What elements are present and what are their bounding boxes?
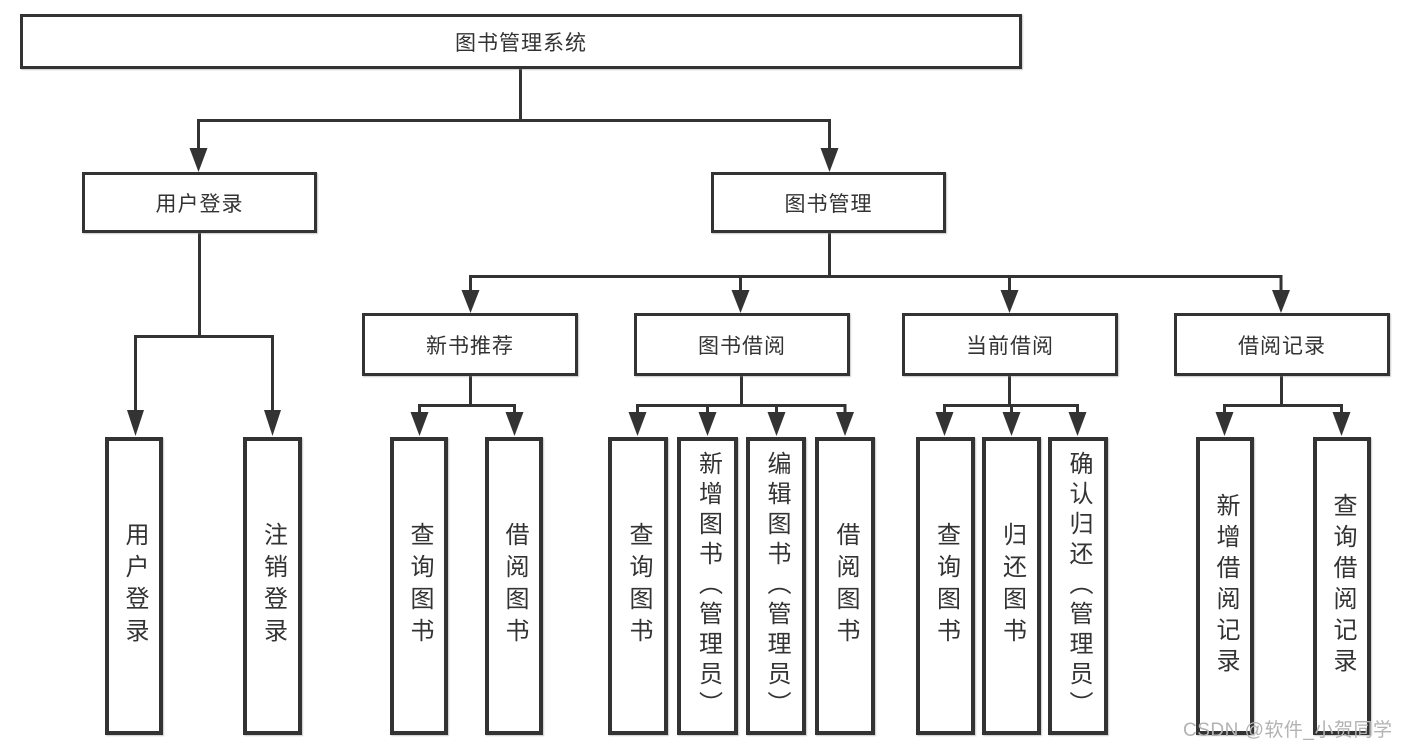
connector-borrow-record xyxy=(1223,376,1343,416)
arrowhead-icon-current-borrow-children xyxy=(935,412,1087,436)
connector-user-login xyxy=(134,233,274,414)
node-leaf-bb-edit-book: 编辑图书（管理员） xyxy=(746,437,806,735)
node-new-book-rec-label: 新书推荐 xyxy=(426,334,514,358)
node-leaf-rec-borrow-book: 借阅图书 xyxy=(485,437,543,735)
node-borrow-record: 借阅记录 xyxy=(1174,313,1390,376)
node-leaf-cb-query-book-label: 查询图书 xyxy=(932,522,960,650)
arrowhead-icon-new-book-rec-children xyxy=(410,412,524,436)
node-leaf-cb-return-book-label: 归还图书 xyxy=(998,522,1026,650)
node-leaf-bb-add-book-label: 新增图书（管理员） xyxy=(694,451,722,721)
node-leaf-user-login: 用户登录 xyxy=(105,437,163,735)
node-leaf-bb-borrow-book-label: 借阅图书 xyxy=(832,522,859,650)
node-current-borrow: 当前借阅 xyxy=(902,313,1118,376)
node-current-borrow-label: 当前借阅 xyxy=(966,334,1054,358)
node-leaf-br-query-record-label: 查询借阅记录 xyxy=(1329,493,1356,679)
connector-book-borrow xyxy=(636,376,847,416)
node-root: 图书管理系统 xyxy=(20,14,1022,69)
node-book-borrow: 图书借阅 xyxy=(634,313,850,376)
arrowhead-icon-book-borrow-children xyxy=(628,412,854,436)
node-leaf-cb-return-book: 归还图书 xyxy=(982,437,1041,735)
node-leaf-cb-confirm-return-label: 确认归还（管理员） xyxy=(1065,451,1092,721)
node-leaf-br-add-record-label: 新增借阅记录 xyxy=(1212,493,1239,679)
node-book-borrow-label: 图书借阅 xyxy=(698,334,786,358)
arrowhead-icon-level3 xyxy=(461,290,1290,313)
node-leaf-logout-label: 注销登录 xyxy=(259,522,287,650)
connector-new-book-rec xyxy=(418,376,516,416)
arrowhead-icon-user-login-children xyxy=(127,410,281,436)
node-leaf-br-query-record: 查询借阅记录 xyxy=(1313,437,1371,735)
node-leaf-cb-query-book: 查询图书 xyxy=(916,437,975,735)
node-leaf-bb-add-book: 新增图书（管理员） xyxy=(677,437,738,735)
arrowhead-icon-level2 xyxy=(189,148,839,172)
node-leaf-cb-confirm-return: 确认归还（管理员） xyxy=(1048,437,1108,735)
node-leaf-rec-query-book: 查询图书 xyxy=(390,437,448,735)
node-user-login: 用户登录 xyxy=(82,172,317,233)
connector-book-mgmt xyxy=(469,233,1283,292)
node-user-login-label: 用户登录 xyxy=(155,192,244,216)
node-leaf-bb-borrow-book: 借阅图书 xyxy=(815,437,875,735)
node-leaf-bb-edit-book-label: 编辑图书（管理员） xyxy=(763,451,790,721)
node-root-label: 图书管理系统 xyxy=(455,31,587,55)
connector-root xyxy=(197,69,831,150)
node-borrow-record-label: 借阅记录 xyxy=(1238,334,1326,358)
connector-current-borrow xyxy=(943,376,1079,416)
node-leaf-user-login-label: 用户登录 xyxy=(121,522,148,650)
node-leaf-rec-borrow-book-label: 借阅图书 xyxy=(501,522,528,650)
node-new-book-rec: 新书推荐 xyxy=(362,313,578,376)
csdn-watermark: CSDN @软件_小贺同学 xyxy=(1183,720,1393,741)
arrowhead-icon-borrow-record-children xyxy=(1215,412,1351,436)
node-book-mgmt: 图书管理 xyxy=(711,172,946,233)
node-leaf-bb-query-book: 查询图书 xyxy=(608,437,668,735)
node-leaf-logout: 注销登录 xyxy=(243,437,302,735)
node-leaf-br-add-record: 新增借阅记录 xyxy=(1196,437,1254,735)
node-leaf-bb-query-book-label: 查询图书 xyxy=(625,522,652,650)
node-leaf-rec-query-book-label: 查询图书 xyxy=(406,522,433,650)
node-book-mgmt-label: 图书管理 xyxy=(784,192,873,216)
